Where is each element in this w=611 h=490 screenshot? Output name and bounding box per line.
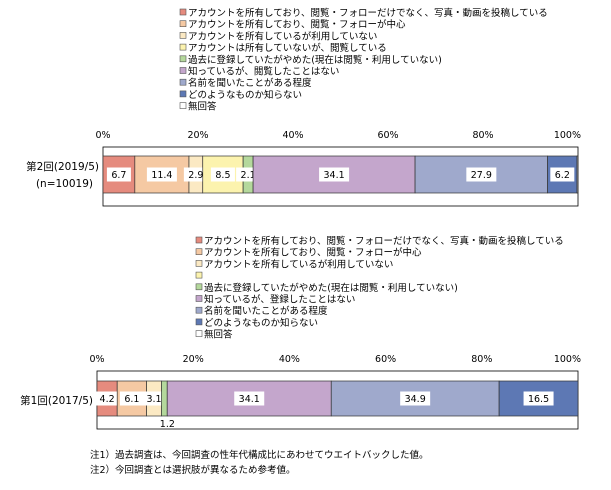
legend-swatch <box>195 306 203 314</box>
legend-swatch <box>179 32 187 39</box>
data-label: 34.9 <box>405 394 426 405</box>
data-label-box <box>95 391 120 406</box>
legend-swatch <box>195 283 203 291</box>
data-label: 6.7 <box>111 170 126 181</box>
footnote: 注2）今回調査とは選択肢が異なるため参考値。 <box>90 464 296 476</box>
x-tick-label: 0% <box>89 354 104 365</box>
data-label-box <box>210 167 235 182</box>
legend-label: アカウントを所有しており、閲覧・フォローが中心 <box>188 19 406 31</box>
category-label: 第1回(2017/5) <box>20 394 93 407</box>
legend-label: 知っているが、登録したことはない <box>204 294 355 306</box>
legend-swatch <box>179 102 187 109</box>
x-tick-label: 60% <box>375 354 396 365</box>
data-label-box <box>234 391 265 406</box>
legend-swatch <box>179 90 187 98</box>
legend-label: 過去に登録していたがやめた(現在は閲覧・利用していない) <box>188 54 442 66</box>
legend-label: 無回答 <box>188 101 217 113</box>
data-label-box <box>319 167 350 182</box>
data-label: 6.1 <box>124 394 139 405</box>
legend-swatch <box>195 260 203 267</box>
data-label-box <box>523 391 554 406</box>
legend-swatch <box>195 330 203 337</box>
data-label-box <box>550 167 575 182</box>
data-label: 16.5 <box>528 394 549 405</box>
legend-swatch <box>179 43 187 51</box>
x-tick-label: 20% <box>183 354 204 365</box>
legend-label: アカウントは所有していないが、閲覧している <box>188 42 387 54</box>
legend-swatch <box>179 55 187 63</box>
bar-segment <box>161 380 168 417</box>
x-tick-label: 100% <box>554 354 581 365</box>
legend-swatch <box>195 295 203 302</box>
legend-label: アカウントを所有しており、閲覧・フォローが中心 <box>204 247 422 259</box>
legend-swatch <box>179 78 187 86</box>
legend-label: 知っているが、閲覧したことはない <box>188 66 339 78</box>
legend-swatch <box>179 67 187 74</box>
data-label: 8.5 <box>215 170 230 181</box>
data-label: 3.1 <box>146 394 161 405</box>
data-label: 34.1 <box>239 394 260 405</box>
x-tick-label: 40% <box>282 130 303 141</box>
bar-segment <box>576 155 579 194</box>
category-label: 第2回(2019/5) <box>26 160 99 173</box>
data-label-box <box>400 391 431 406</box>
data-label-box <box>146 167 177 182</box>
data-label-box <box>183 167 208 182</box>
data-label: 4.2 <box>100 394 115 405</box>
sample-size-label: (n=10019) <box>36 178 93 190</box>
x-tick-label: 80% <box>472 130 493 141</box>
legend-swatch <box>195 318 203 326</box>
legend-swatch <box>195 271 203 279</box>
legend-label: アカウントを所有しているが利用していない <box>188 30 377 42</box>
legend-swatch <box>179 20 187 28</box>
data-label-box <box>141 391 166 406</box>
data-label-box <box>119 391 144 406</box>
legend-label: 過去に登録していたがやめた(現在は閲覧・利用していない) <box>204 282 458 294</box>
data-label: 11.4 <box>151 170 172 181</box>
legend-swatch <box>179 8 187 16</box>
legend-swatch <box>195 236 203 244</box>
data-label-box <box>106 167 131 182</box>
legend-label: 無回答 <box>204 329 233 341</box>
x-tick-label: 0% <box>95 130 110 141</box>
data-label: 1.2 <box>160 419 175 430</box>
data-label-box <box>466 167 497 182</box>
legend-label: アカウントを所有しており、閲覧・フォローだけでなく、写真・動画を投稿している <box>204 235 564 247</box>
legend-label: どのようなものか知らない <box>204 317 318 329</box>
data-label: 27.9 <box>471 170 492 181</box>
data-label: 2.1 <box>241 170 256 181</box>
data-label: 6.2 <box>555 170 570 181</box>
legend-label: 名前を聞いたことがある程度 <box>188 77 312 89</box>
legend-label: 名前を聞いたことがある程度 <box>204 305 328 317</box>
legend-label: アカウントを所有しているが利用していない <box>204 258 393 270</box>
legend-label: どのようなものか知らない <box>188 89 302 101</box>
x-tick-label: 20% <box>187 130 208 141</box>
data-label: 34.1 <box>324 170 345 181</box>
legend-swatch <box>195 248 203 255</box>
footnote: 注1）過去調査は、今回調査の性年代構成比にあわせてウエイトバックした値。 <box>90 449 429 461</box>
legend-label: アカウントを所有しており、閲覧・フォローだけでなく、写真・動画を投稿している <box>188 7 548 19</box>
x-tick-label: 100% <box>554 130 581 141</box>
x-tick-label: 40% <box>279 354 300 365</box>
x-tick-label: 80% <box>471 354 492 365</box>
x-tick-label: 60% <box>377 130 398 141</box>
data-label: 2.9 <box>188 170 203 181</box>
